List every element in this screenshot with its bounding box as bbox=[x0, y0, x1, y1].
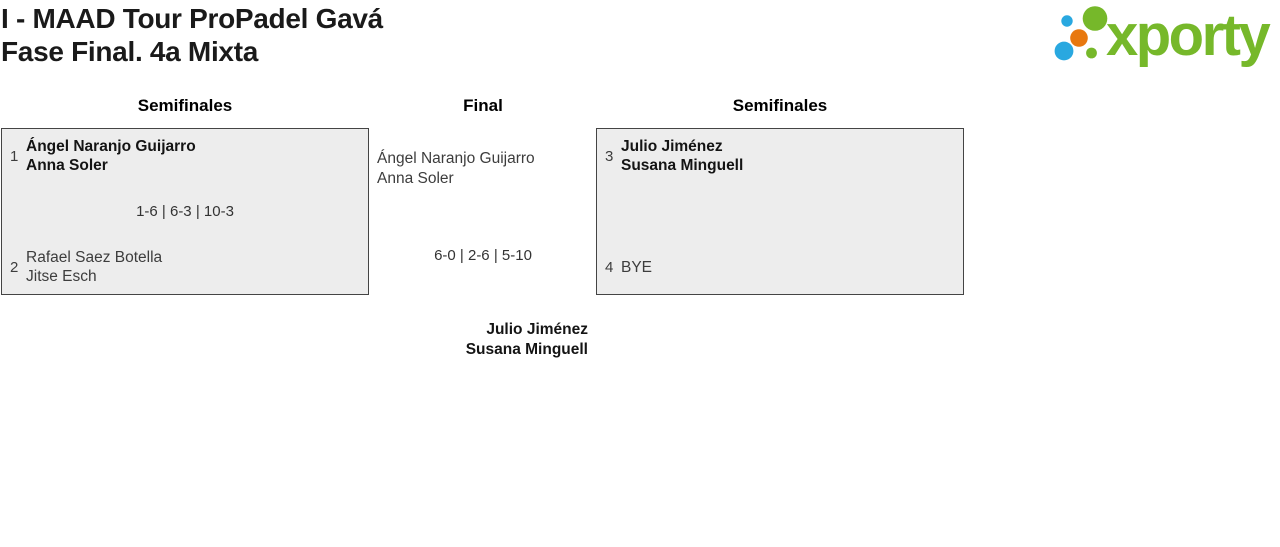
logo-dot-green-small bbox=[1086, 47, 1097, 59]
team-names: BYE bbox=[621, 258, 652, 277]
team-row-seed-2[interactable]: 2 Rafael Saez Botella Jitse Esch bbox=[2, 244, 368, 290]
player-name: Anna Soler bbox=[26, 157, 108, 174]
seed-number: 3 bbox=[605, 147, 614, 165]
team-names: Rafael Saez Botella Jitse Esch bbox=[26, 248, 162, 286]
phase-name: Fase Final. 4a Mixta bbox=[1, 36, 258, 67]
player-name: Rafael Saez Botella bbox=[26, 249, 163, 266]
page-title: I - MAAD Tour ProPadel Gavá Fase Final. … bbox=[1, 2, 383, 68]
team-row-seed-3[interactable]: 3 Julio Jiménez Susana Minguell bbox=[597, 133, 963, 179]
logo-dot-green-large bbox=[1082, 6, 1108, 31]
player-name: Anna Soler bbox=[377, 169, 454, 187]
xporty-logo[interactable]: xporty bbox=[1048, 0, 1278, 70]
match-box-semifinal-left: 1 Ángel Naranjo Guijarro Anna Soler 1-6 … bbox=[1, 128, 369, 295]
player-name: Ángel Naranjo Guijarro bbox=[26, 138, 196, 155]
column-header-semifinals-left: Semifinales bbox=[137, 96, 233, 115]
player-name: Susana Minguell bbox=[621, 157, 744, 174]
player-name: Julio Jiménez bbox=[486, 321, 588, 338]
logo-dot-blue-large bbox=[1054, 41, 1074, 61]
champion-team: Julio Jiménez Susana Minguell bbox=[377, 320, 588, 359]
player-name: Susana Minguell bbox=[465, 340, 588, 358]
column-header-semifinals-right: Semifinales bbox=[732, 96, 828, 115]
team-names: Ángel Naranjo Guijarro Anna Soler bbox=[26, 137, 196, 175]
player-name: Jitse Esch bbox=[26, 268, 97, 285]
logo-wordmark: xporty bbox=[1106, 3, 1271, 68]
final-team-left-winner: Ángel Naranjo Guijarro Anna Soler bbox=[377, 149, 535, 188]
player-name: Ángel Naranjo Guijarro bbox=[377, 150, 535, 167]
seed-number: 2 bbox=[10, 258, 19, 276]
final-match-score: 6-0 | 2-6 | 5-10 bbox=[434, 247, 532, 264]
logo-dot-orange bbox=[1070, 29, 1088, 47]
seed-number: 1 bbox=[10, 147, 19, 165]
team-names: Julio Jiménez Susana Minguell bbox=[621, 137, 743, 175]
logo-dot-blue-small bbox=[1061, 15, 1073, 27]
team-row-seed-1[interactable]: 1 Ángel Naranjo Guijarro Anna Soler bbox=[2, 133, 368, 179]
match-score: 1-6 | 6-3 | 10-3 bbox=[136, 203, 234, 220]
column-header-final: Final bbox=[463, 96, 503, 115]
seed-number: 4 bbox=[605, 258, 614, 276]
player-name: Julio Jiménez bbox=[621, 138, 723, 155]
player-name: BYE bbox=[621, 258, 653, 276]
tournament-name: I - MAAD Tour ProPadel Gavá bbox=[1, 3, 383, 34]
match-box-semifinal-right: 3 Julio Jiménez Susana Minguell 4 BYE bbox=[596, 128, 964, 295]
team-row-seed-4[interactable]: 4 BYE bbox=[597, 244, 963, 290]
